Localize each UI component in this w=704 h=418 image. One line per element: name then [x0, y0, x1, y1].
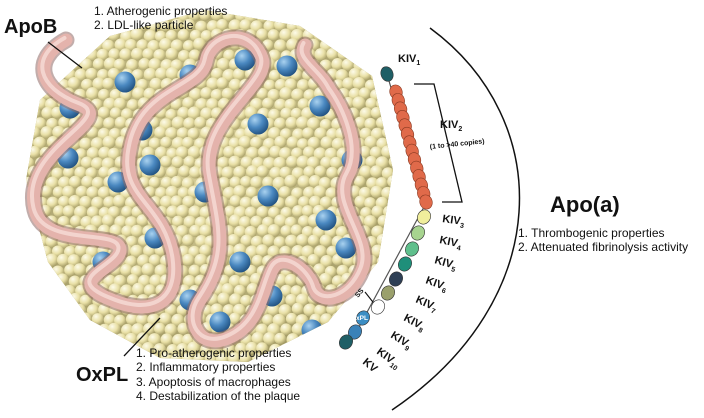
kiv2-label: KIV2 [440, 119, 462, 133]
apob-property-item: 1. Atherogenic properties [94, 4, 228, 18]
apob-ribbon [24, 29, 373, 350]
apob-properties: 1. Atherogenic properties 2. LDL-like pa… [94, 4, 227, 33]
oxpl-properties: 1. Pro-atherogenic properties 2. Inflamm… [136, 346, 300, 404]
kiv4-label: KIV4 [438, 234, 463, 252]
apoa-property-item: 1. Thrombogenic properties [518, 226, 665, 240]
apoa-arc [391, 27, 521, 411]
apob-leader-line [47, 41, 83, 69]
kiv6-label: KIV6 [423, 275, 449, 296]
oxpl-property-item: 3. Apoptosis of macrophages [136, 374, 291, 389]
apob-title: ApoB [4, 16, 58, 38]
oxpl-property-item: 1. Pro-atherogenic properties [136, 346, 292, 360]
disulfide-label: SS [354, 287, 366, 299]
oxpl-bead-label: OxPL [351, 315, 368, 322]
kiv3-label: KIV3 [441, 213, 465, 230]
oxpl-property-item: 4. Destabilization of the plaque [136, 389, 301, 404]
kiv10-label: KIV10 [373, 346, 402, 373]
apoa-properties: 1. Thrombogenic properties 2. Attenuated… [518, 226, 688, 255]
kiv8-label: KIV8 [401, 312, 427, 335]
kiv7-label: KIV7 [413, 294, 439, 316]
apoa-kringle-chain: OxPL [339, 66, 433, 350]
kiv2-copies-note: (1 to >40 copies) [429, 138, 484, 151]
oxpl-property-item: 2. Inflammatory properties [136, 360, 276, 375]
kiv5-label: KIV5 [433, 254, 458, 274]
apoa-title: Apo(a) [550, 192, 620, 217]
oxpl-title: OxPL [76, 364, 129, 386]
kiv9-label: KIV9 [387, 329, 413, 353]
kiv1-label: KIV1 [398, 53, 420, 67]
oxpl-leader-line [123, 317, 161, 357]
kv-label: KV [360, 356, 380, 375]
apob-property-item: 2. LDL-like particle [94, 18, 194, 33]
kiv2-bracket [414, 83, 463, 203]
apoa-property-item: 2. Attenuated fibrinolysis activity [518, 240, 689, 255]
